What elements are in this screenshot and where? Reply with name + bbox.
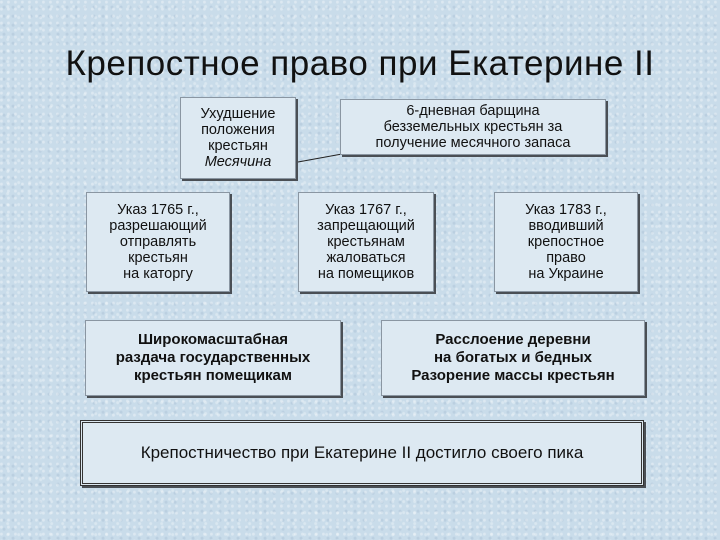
barshchina-line-3: получение месячного запаса: [375, 135, 571, 151]
barshchina-line-2: безземельных крестьян за: [383, 119, 563, 135]
decree-1783-line-5: на Украине: [528, 266, 604, 282]
worsening-emph: Месячина: [204, 154, 272, 170]
decree-1765-line-1: Указ 1765 г.,: [117, 202, 199, 218]
decree-1765-line-3: отправлять: [119, 234, 197, 250]
decree-1783-line-4: право: [546, 250, 586, 266]
stratification-line-1: Расслоение деревни: [435, 331, 591, 348]
conclusion-box: Крепостничество при Екатерине II достигл…: [80, 420, 644, 486]
worsening-line-1: Ухудшение: [200, 106, 276, 122]
decree-1765-line-4: крестьян: [128, 250, 188, 266]
page-title: Крепостное право при Екатерине II: [65, 44, 655, 83]
decree-1767-line-1: Указ 1767 г.,: [325, 202, 407, 218]
barshchina-line-1: 6-дневная барщина: [406, 103, 540, 119]
distribution-line-2: раздача государственных: [115, 349, 311, 366]
decree-1765-line-5: на каторгу: [123, 266, 193, 282]
decree-1783-line-2: вводивший: [528, 218, 604, 234]
stratification-box: Расслоение деревни на богатых и бедных Р…: [381, 320, 645, 396]
distribution-line-3: крестьян помещикам: [134, 367, 292, 384]
decree-1783-line-1: Указ 1783 г.,: [525, 202, 607, 218]
stratification-line-2: на богатых и бедных: [434, 349, 592, 366]
stratification-line-3: Разорение массы крестьян: [411, 367, 615, 384]
decree-1765-line-2: разрешающий: [109, 218, 207, 234]
worsening-box: Ухудшение положения крестьян Месячина: [180, 97, 296, 179]
decree-1783-box: Указ 1783 г., вводивший крепостное право…: [494, 192, 638, 292]
decree-1767-line-4: жаловаться: [326, 250, 406, 266]
decree-1783-line-3: крепостное: [527, 234, 605, 250]
distribution-box: Широкомасштабная раздача государственных…: [85, 320, 341, 396]
decree-1767-box: Указ 1767 г., запрещающий крестьянам жал…: [298, 192, 434, 292]
conclusion-text: Крепостничество при Екатерине II достигл…: [140, 443, 584, 462]
worsening-line-3: крестьян: [208, 138, 268, 154]
decree-1767-line-3: крестьянам: [327, 234, 405, 250]
worsening-line-2: положения: [201, 122, 275, 138]
decree-1767-line-2: запрещающий: [317, 218, 415, 234]
decree-1767-line-5: на помещиков: [317, 266, 415, 282]
barshchina-box: 6-дневная барщина безземельных крестьян …: [340, 99, 606, 155]
distribution-line-1: Широкомасштабная: [137, 331, 289, 348]
decree-1765-box: Указ 1765 г., разрешающий отправлять кре…: [86, 192, 230, 292]
